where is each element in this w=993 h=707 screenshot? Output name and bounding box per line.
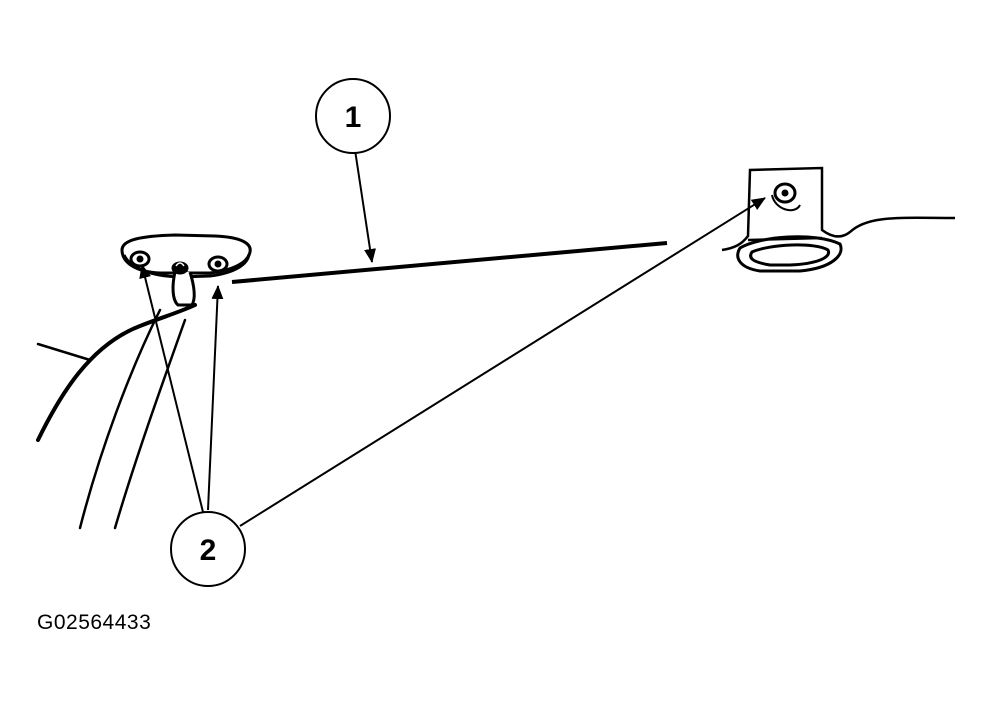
right-bracket bbox=[721, 166, 956, 273]
callout-2: 2 bbox=[170, 511, 246, 587]
callout-1: 1 bbox=[315, 78, 391, 154]
callout-1-circle bbox=[315, 78, 391, 154]
callout-2-label: 2 bbox=[200, 534, 217, 567]
leader-1-to-rod bbox=[354, 149, 376, 263]
callout-1-label: 1 bbox=[345, 101, 362, 134]
body-panel-lines bbox=[36, 303, 197, 530]
left-bracket bbox=[120, 233, 252, 307]
figure-id: G02564433 bbox=[37, 611, 152, 634]
leader-lines bbox=[139, 149, 766, 527]
callout-2-circle bbox=[170, 511, 246, 587]
leader-2-to-right-bolt bbox=[207, 285, 224, 511]
leader-2-to-left-bolt bbox=[139, 264, 204, 513]
support-rod bbox=[231, 241, 668, 284]
leader-2-to-bracket-bolt bbox=[239, 197, 766, 527]
